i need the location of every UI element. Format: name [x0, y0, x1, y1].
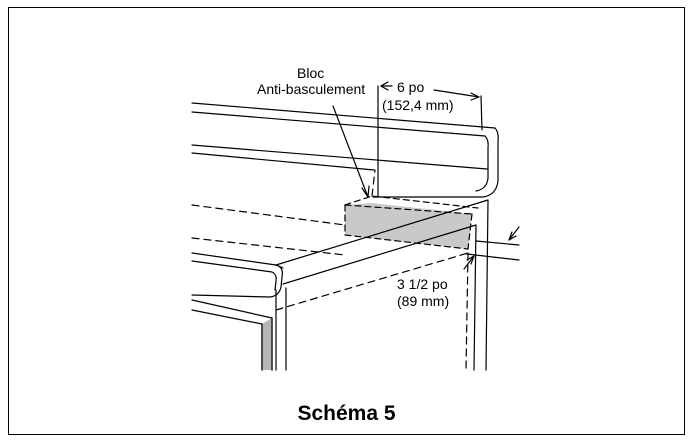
figure-caption: Schéma 5 [297, 402, 396, 425]
depth-dimension [463, 226, 520, 270]
hidden-lines [191, 169, 469, 371]
width-dimension-label: 6 po [397, 79, 425, 95]
width-dimension [377, 81, 483, 197]
appliance-side [275, 199, 489, 371]
block-label-line1: Bloc [297, 65, 325, 81]
width-dimension-metric-label: (152,4 mm) [382, 97, 454, 113]
depth-dimension-metric-label: (89 mm) [397, 293, 450, 309]
block-label-line2: Anti-basculement [257, 81, 366, 97]
oven-door [191, 299, 273, 371]
anti-tip-block [344, 195, 479, 250]
depth-dimension-label: 3 1/2 po [397, 276, 448, 292]
countertop [191, 199, 489, 298]
block-label-leader [332, 105, 370, 198]
backsplash [191, 102, 499, 198]
